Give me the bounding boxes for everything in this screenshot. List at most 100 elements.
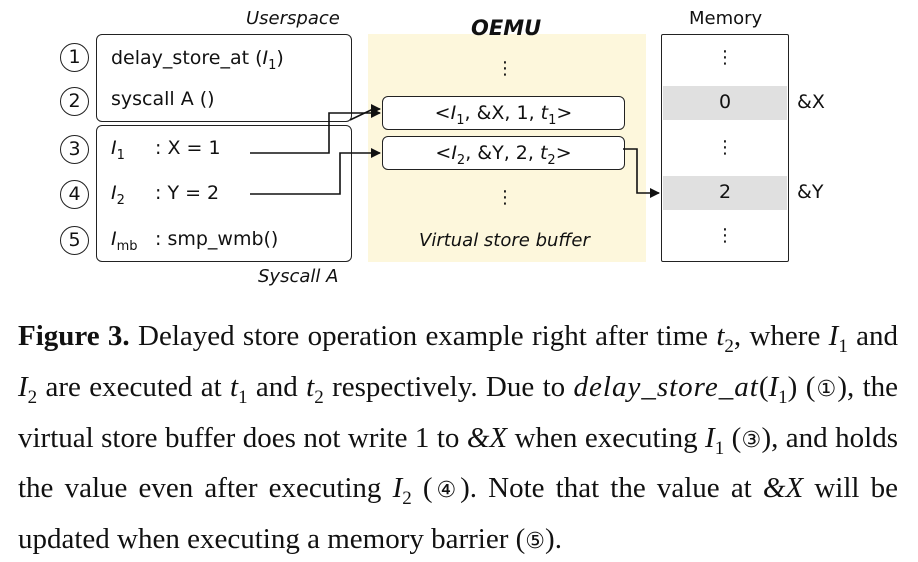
- memory-address-label: &Y: [797, 181, 824, 203]
- caption-text: ), and holds the value even after execut…: [18, 421, 898, 505]
- math-var: I: [18, 370, 28, 403]
- caption-text: and: [847, 320, 898, 352]
- syscall-text-imb: : smp_wmb(): [155, 228, 279, 250]
- buffer-dots-bottom: ⋮: [496, 187, 514, 208]
- caption-text: (: [758, 370, 769, 403]
- code-function: delay_store_at: [573, 370, 759, 403]
- userspace-line-syscall: syscall A (): [111, 88, 215, 110]
- instruction-var: I: [111, 182, 117, 204]
- math-var: I: [705, 421, 715, 454]
- caption-text: , where: [733, 320, 829, 352]
- math-sub: 2: [724, 335, 734, 357]
- syscall-line-i2: I2: [111, 182, 125, 208]
- step-number: 3: [60, 135, 89, 164]
- memory-highlight-x: [663, 86, 787, 120]
- math-var: &X: [466, 421, 508, 454]
- instruction-sub: 1: [116, 147, 125, 163]
- math-sub: 2: [314, 386, 324, 408]
- math-sub: 1: [838, 335, 848, 357]
- math-var: I: [392, 472, 403, 505]
- math-var: t: [230, 370, 239, 403]
- step-number: 1: [60, 43, 89, 72]
- caption-text: ). Note that the value at: [460, 472, 763, 505]
- syscall-text-i2: : Y = 2: [155, 182, 220, 204]
- time-sub: 1: [548, 112, 557, 128]
- userspace-heading: Userspace: [246, 8, 340, 29]
- math-sub: 1: [778, 386, 788, 408]
- math-var: I: [768, 370, 779, 403]
- instruction-var: I: [262, 47, 269, 69]
- instruction-sub: 2: [456, 152, 466, 168]
- caption-text: ): [787, 370, 798, 403]
- instruction-var: I: [111, 137, 117, 159]
- caption-text: and: [247, 370, 307, 403]
- entry-text: <: [434, 102, 451, 124]
- math-var: I: [828, 320, 839, 352]
- caption-text: (: [411, 472, 433, 505]
- instruction-var: I: [451, 142, 457, 164]
- oemu-heading: OEMU: [471, 16, 542, 40]
- math-sub: 2: [402, 488, 412, 510]
- instruction-var: I: [111, 228, 117, 250]
- arrows: [250, 104, 660, 198]
- math-var: t: [716, 320, 725, 352]
- math-var: t: [306, 370, 315, 403]
- arrow-entry-y-to-memory-y: [623, 148, 660, 198]
- caption-text: (: [724, 421, 742, 454]
- syscall-text-i1: : X = 1: [155, 137, 221, 159]
- instruction-sub: 1: [456, 112, 465, 128]
- memory-cell: ⋮: [716, 47, 734, 68]
- step-number: 5: [60, 226, 89, 255]
- virtual-store-buffer-label: Virtual store buffer: [419, 230, 590, 251]
- buffer-entry-x: <I1, &X, 1, t1>: [382, 96, 625, 130]
- caption-text: Delayed store operation example right af…: [129, 320, 717, 352]
- memory-cell: 0: [718, 91, 732, 113]
- memory-address-label: &X: [797, 91, 825, 113]
- memory-heading: Memory: [689, 8, 763, 29]
- instruction-sub: mb: [116, 238, 138, 254]
- instruction-sub: 1: [268, 57, 277, 73]
- syscall-line-i1: I1: [111, 137, 125, 163]
- entry-text: , &Y, 2,: [465, 142, 540, 164]
- caption-text: ), the virtual store buffer does not wri…: [18, 370, 899, 454]
- syscall-heading: Syscall A: [258, 266, 339, 287]
- entry-text: >: [556, 102, 573, 124]
- instruction-sub: 2: [116, 192, 125, 208]
- memory-cell: 2: [718, 181, 732, 203]
- entry-text: <: [435, 142, 452, 164]
- entry-text: >: [555, 142, 572, 164]
- memory-cell: ⋮: [716, 225, 734, 246]
- caption-text: when executing: [507, 421, 706, 454]
- caption-text: respectively. Due to: [323, 370, 574, 403]
- math-var: &X: [762, 472, 804, 505]
- time-var: t: [540, 102, 549, 124]
- code-text: ): [276, 47, 284, 69]
- step-ref: ④: [432, 478, 461, 504]
- caption-text: are executed at: [37, 370, 230, 403]
- arrow-userspace-to-entry-x: [349, 104, 381, 121]
- instruction-var: I: [450, 102, 457, 124]
- step-number: 4: [60, 180, 89, 209]
- syscall-line-imb: Imb: [111, 228, 138, 254]
- math-sub: 2: [27, 386, 38, 408]
- time-sub: 2: [547, 152, 556, 168]
- userspace-line-delay-store: delay_store_at (I1): [111, 47, 284, 73]
- memory-highlight-y: [663, 176, 787, 210]
- buffer-entry-y: <I2, &Y, 2, t2>: [382, 136, 625, 170]
- caption-text: (: [797, 370, 816, 403]
- buffer-dots-top: ⋮: [496, 58, 514, 79]
- step-ref: ⑤: [525, 529, 546, 555]
- figure-label: Figure 3.: [18, 320, 130, 352]
- step-number: 2: [60, 87, 89, 116]
- time-var: t: [539, 142, 548, 164]
- caption-text: will be updated when executing a memory …: [18, 472, 898, 556]
- step-ref: ③: [741, 427, 762, 453]
- userspace-box: [96, 34, 352, 122]
- code-text: delay_store_at (: [111, 47, 263, 69]
- memory-cell: ⋮: [716, 137, 734, 158]
- caption-text: ).: [545, 523, 562, 556]
- memory-box: [661, 34, 789, 262]
- arrow-i1-to-entry-x: [250, 108, 381, 154]
- step-ref: ①: [815, 376, 838, 402]
- entry-text: , &X, 1,: [464, 102, 541, 124]
